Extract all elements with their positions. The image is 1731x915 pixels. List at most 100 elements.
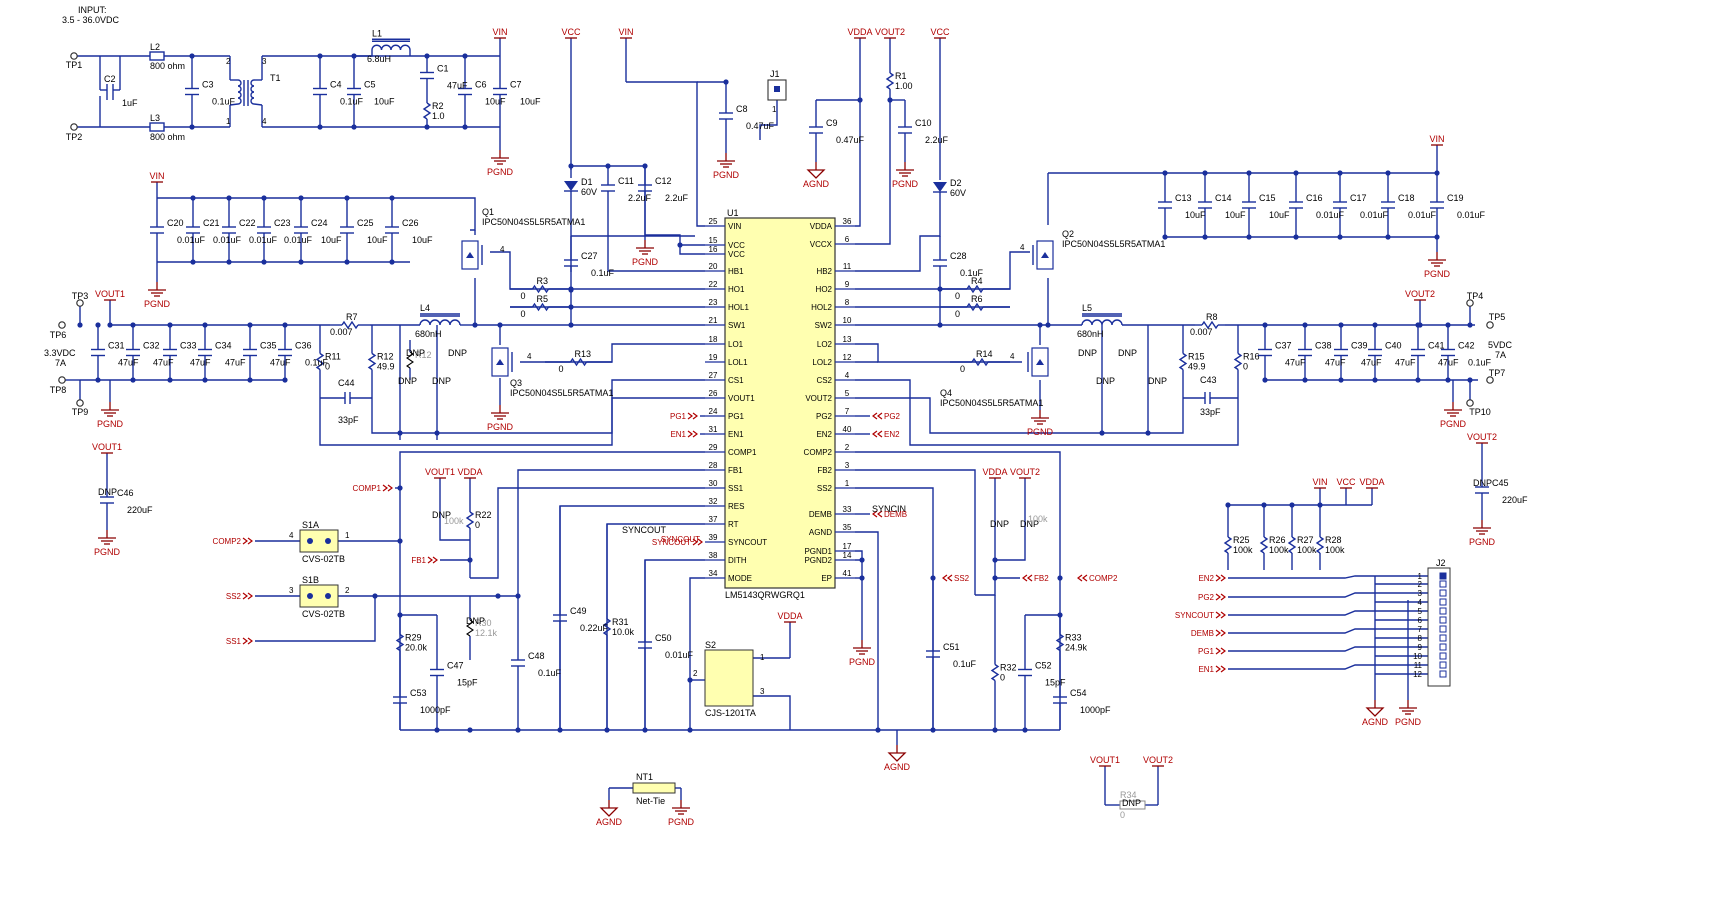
wire — [679, 245, 705, 255]
pin-name: VCCX — [810, 240, 833, 249]
capacitor-ref: C6 — [475, 80, 487, 90]
capacitor-value: 0.01uF — [1457, 210, 1486, 220]
capacitor-value: 1000pF — [420, 705, 451, 715]
junction — [389, 195, 395, 201]
capacitor-value: 47uF — [118, 358, 139, 368]
resistor-value: 0.007 — [330, 327, 353, 337]
junction — [642, 727, 648, 733]
pin-number: 30 — [709, 479, 718, 488]
net-label: EN2 — [884, 430, 900, 439]
power-net-label: VOUT2 — [1010, 467, 1040, 477]
pin-name: HOL2 — [811, 303, 832, 312]
diode — [564, 181, 578, 191]
net-label: PG1 — [1198, 647, 1215, 656]
junction — [1415, 322, 1421, 328]
net-flag — [1215, 574, 1226, 582]
wire — [229, 103, 239, 106]
capacitor-value: 10uF — [1225, 210, 1246, 220]
junction — [261, 195, 267, 201]
junction — [389, 259, 395, 265]
resistor-ref: R13 — [575, 349, 592, 359]
wire — [1228, 575, 1375, 579]
ground-label: PGND — [849, 657, 876, 667]
capacitor-value: 47uF — [1325, 358, 1346, 368]
junction — [687, 677, 693, 683]
pin-name: FB2 — [817, 466, 832, 475]
net-label: SYNCOUT — [652, 538, 691, 547]
power-net-label: VOUT2 — [1405, 289, 1435, 299]
dnp-label: DNP — [398, 376, 417, 386]
ground-label: PGND — [97, 419, 124, 429]
pin-number: 39 — [709, 533, 718, 542]
resistor — [422, 102, 432, 120]
net-tie-part: Net-Tie — [636, 796, 665, 806]
testpoint-label: TP1 — [66, 60, 83, 70]
capacitor-value: 47uF — [1438, 358, 1459, 368]
pin-number: 1 — [845, 479, 850, 488]
junction — [1293, 234, 1299, 240]
pin-number: 2 — [845, 443, 850, 452]
ground-label: PGND — [1469, 537, 1496, 547]
wire — [571, 235, 705, 272]
junction — [515, 727, 521, 733]
junction — [1385, 234, 1391, 240]
junction — [1202, 234, 1208, 240]
mosfet — [1032, 240, 1054, 270]
ground-label: AGND — [596, 817, 623, 827]
resistor-value: 0 — [955, 309, 960, 319]
junction — [424, 53, 430, 59]
inductor — [371, 44, 411, 51]
junction — [1225, 502, 1231, 508]
pin-name: VDDA — [810, 222, 833, 231]
resistor — [1119, 800, 1146, 810]
bead-ref: L2 — [150, 42, 160, 52]
capacitor-value: 10uF — [520, 97, 541, 107]
net-label: EN2 — [1198, 574, 1214, 583]
bead-ref: L3 — [150, 113, 160, 123]
mosfet — [491, 347, 513, 377]
capacitor-value: 10uF — [1269, 210, 1290, 220]
mosfet-part: IPC50N04S5L5R5ATMA1 — [510, 388, 613, 398]
capacitor-ref: C35 — [260, 341, 277, 351]
dnp-label: DNP — [990, 519, 1009, 529]
dnp-label: DNP — [1096, 376, 1115, 386]
pin-number: 17 — [843, 542, 852, 551]
pin-number: 27 — [709, 371, 718, 380]
wire — [399, 451, 705, 730]
ground-label: PGND — [1440, 419, 1467, 429]
switch-ref: S1B — [302, 575, 319, 585]
resistor — [341, 320, 359, 330]
resistor-value: 100k — [444, 516, 464, 526]
capacitor-ref: C25 — [357, 218, 374, 228]
resistor — [966, 302, 984, 312]
capacitor-ref: C5 — [364, 80, 376, 90]
dnp-label: DNP — [432, 510, 451, 520]
capacitor-ref: C16 — [1306, 193, 1323, 203]
junction — [605, 163, 611, 169]
diode-ref: D2 — [950, 178, 962, 188]
label: 1 — [760, 653, 765, 662]
resistor-ref: R12 — [415, 350, 432, 360]
resistor-ref: R6 — [971, 294, 983, 304]
connector-pin — [1439, 661, 1447, 669]
power-net-label: VDDA — [1359, 477, 1384, 487]
junction — [1467, 322, 1473, 328]
mosfet-ref: Q4 — [940, 388, 952, 398]
pin-number: 36 — [843, 217, 852, 226]
capacitor-value: 2.2uF — [628, 193, 652, 203]
wire — [644, 559, 705, 730]
switch-part: CVS-02TB — [302, 554, 345, 564]
junction — [604, 727, 610, 733]
net-flag — [242, 637, 253, 645]
resistor-value: 20.0k — [405, 643, 428, 653]
wire — [1228, 664, 1375, 670]
label: 3 — [262, 57, 267, 66]
junction — [937, 322, 943, 328]
ferrite-bead — [149, 122, 165, 132]
wire — [975, 578, 996, 596]
syncin-label: SYNCIN — [872, 504, 906, 514]
resistor-value: 100k — [1297, 545, 1317, 555]
component-layer — [58, 37, 1494, 817]
resistor — [531, 284, 550, 294]
mosfet-ref: Q2 — [1062, 229, 1074, 239]
